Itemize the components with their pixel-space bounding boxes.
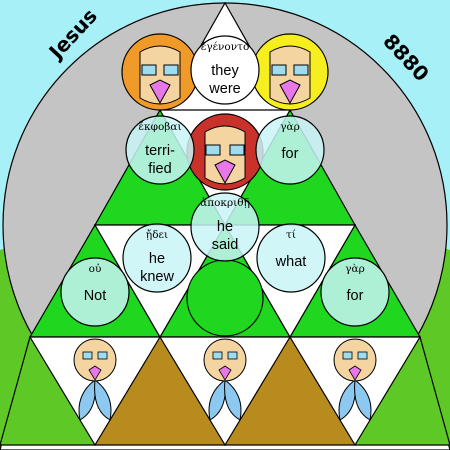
english-word-line-1: for [347,288,364,304]
small-face-right [333,338,377,421]
face-orange [121,33,199,111]
face-yellow [251,33,329,111]
greek-word: οὐ [89,262,102,275]
small-face-center [203,338,247,421]
green-center-circle [186,259,264,337]
greek-word: ἐγένοντο [201,40,250,53]
english-word-line-1: Not [84,288,107,304]
greek-word: ἀποκριθῇ [200,196,250,209]
greek-word: ἔκφοβαι [138,120,181,133]
green-corner-right [353,335,450,446]
word-circle-what: τί what [256,223,326,293]
english-word-line-1: for [282,146,299,162]
word-circle-not: οὐ Not [60,257,130,327]
word-circle-terrified: ἔκφοβαι terri- fied [125,115,195,185]
english-word-line-2: were [208,81,240,97]
word-circle-for-lower: γὰρ for [320,257,390,327]
greek-word: τί [286,228,296,241]
word-circle-they-were: ἐγένοντο they were [190,35,260,105]
english-word-line-2: knew [140,269,174,285]
brown-triangle-right [223,335,357,446]
small-face-left [73,338,117,421]
greek-word: γὰρ [280,121,300,133]
english-word-line-1: he [217,219,233,235]
english-word-line-1: they [211,63,239,79]
english-word-line-2: said [212,237,239,253]
greek-word: ᾔδει [146,228,168,241]
english-word-line-1: he [149,251,165,267]
face-red [186,113,264,191]
word-circle-he-said: ἀποκριθῇ he said [190,192,260,262]
word-circle-he-knew: ᾔδει he knew [122,223,192,293]
english-word-line-1: terri- [145,143,175,159]
greek-word: γὰρ [345,263,365,275]
word-circle-for-upper: γὰρ for [255,115,325,185]
brown-triangle-left [93,335,227,446]
english-word-line-1: what [275,254,307,270]
english-word-line-2: fied [148,161,171,177]
green-corner-left [0,335,97,446]
